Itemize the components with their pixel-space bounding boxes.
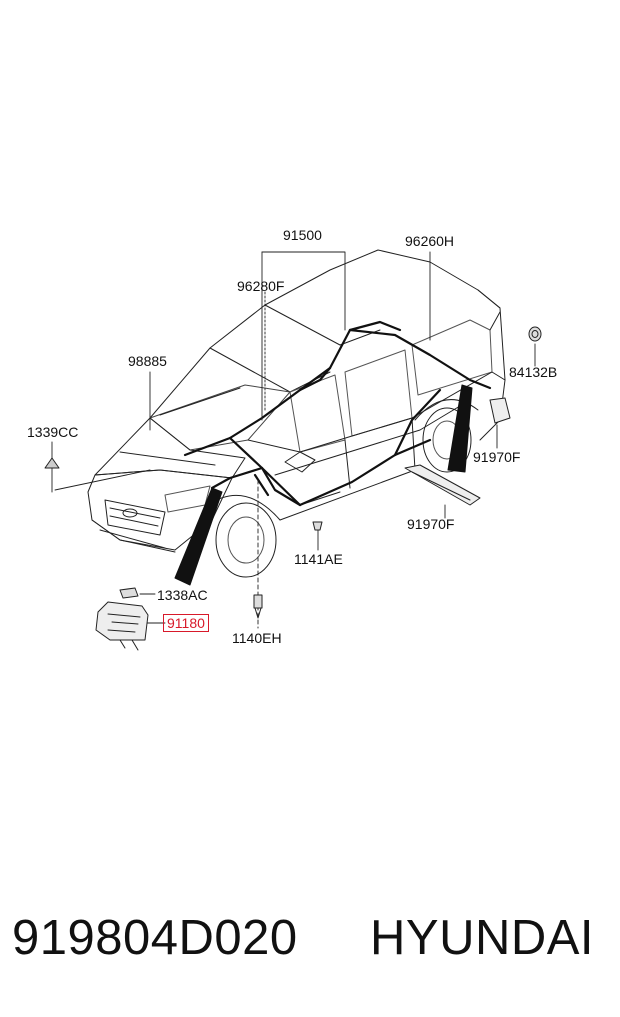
wiring-harness-diagram <box>44 249 542 651</box>
harness-wires <box>183 320 492 507</box>
part-label-91500: 91500 <box>283 227 322 243</box>
part-label-98885: 98885 <box>128 353 167 369</box>
part-label-91180-highlighted: 91180 <box>163 614 209 632</box>
part-label-84132B: 84132B <box>509 364 558 380</box>
part-label-96280F: 96280F <box>237 278 285 294</box>
pointer-wedges <box>174 384 473 586</box>
part-label-1339CC: 1339CC <box>27 424 79 440</box>
part-label-91970F-lower: 91970F <box>407 516 455 532</box>
caption-brand: HYUNDAI <box>370 911 595 965</box>
part-label-1338AC: 1338AC <box>157 587 208 603</box>
components <box>44 326 542 651</box>
part-label-1140EH: 1140EH <box>232 630 282 646</box>
part-label-1141AE: 1141AE <box>294 551 343 567</box>
part-label-96260H: 96260H <box>405 233 455 249</box>
caption-part-number: 919804D020 <box>12 911 298 965</box>
part-label-91970F-right: 91970F <box>473 449 521 465</box>
